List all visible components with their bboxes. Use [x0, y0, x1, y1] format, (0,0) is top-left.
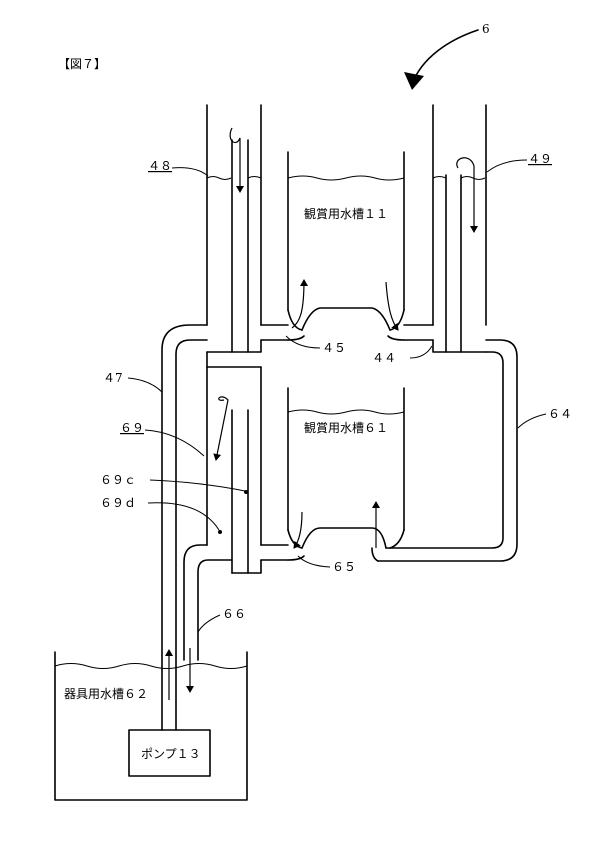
- figure-title: 【図７】: [58, 57, 106, 71]
- label-69: ６９: [120, 421, 144, 435]
- pump-13-label: ポンプ１３: [141, 747, 201, 761]
- flow-arrow-44: [386, 282, 398, 330]
- point-69d: [218, 530, 222, 534]
- label-69c: ６９ｃ: [100, 473, 136, 487]
- flow-arrow-49: [457, 158, 474, 232]
- label-69d: ６９ｄ: [100, 496, 136, 510]
- label-65: ６５: [332, 560, 356, 574]
- tank-11-label: 観賞用水槽１１: [304, 207, 388, 221]
- tank-61-label: 観賞用水槽６１: [304, 421, 388, 435]
- flow-arrow-65: [294, 512, 302, 548]
- flow-arrow-69: [216, 397, 228, 460]
- label-64: ６４: [548, 407, 572, 421]
- lower-system: [169, 367, 404, 700]
- label-47: ４7: [103, 371, 123, 385]
- label-48: ４８: [148, 159, 172, 173]
- tank-62-label: 器具用水槽６２: [64, 687, 148, 701]
- tank-11-water: [288, 176, 404, 180]
- label-66: ６６: [222, 607, 246, 621]
- return-pipe-64: [378, 340, 517, 561]
- label-45: ４５: [322, 341, 346, 355]
- flow-arrow-45: [292, 280, 304, 328]
- equipment-tank-62: [55, 652, 247, 800]
- tank-62-water: [55, 664, 247, 669]
- label-49: ４９: [528, 152, 552, 166]
- label-6: 6: [482, 22, 490, 36]
- tank-61-water: [288, 410, 404, 414]
- label-44: ４４: [372, 351, 396, 365]
- arrowhead-ref-6: [404, 72, 424, 90]
- upper-system: [207, 105, 486, 352]
